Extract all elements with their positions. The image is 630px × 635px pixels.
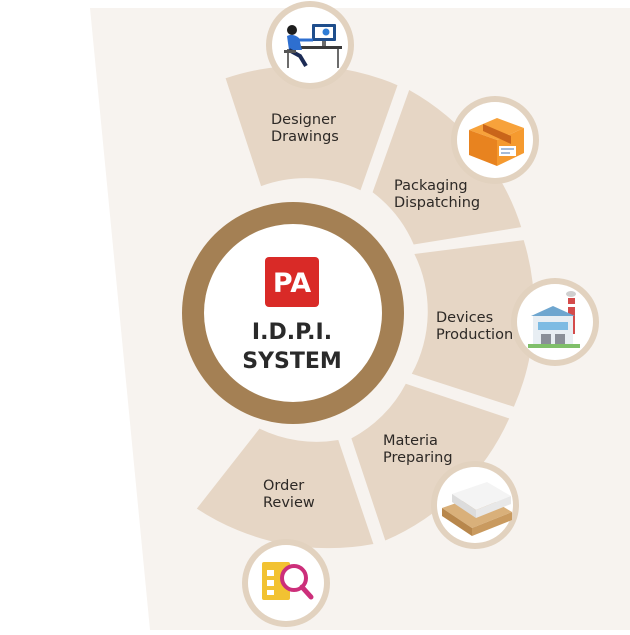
icon-circle-packaging <box>451 96 539 184</box>
label-line: Devices <box>436 310 494 326</box>
label-line: Designer <box>271 112 336 128</box>
center-title-line1: I.D.P.I. <box>251 320 333 345</box>
segment-designer-drawings <box>225 65 398 191</box>
center-disc <box>204 224 382 402</box>
segment-label-packaging-dispatching: Packaging Dispatching <box>394 178 480 212</box>
label-line: Production <box>436 327 514 343</box>
pa-logo-text: PA <box>273 268 311 299</box>
material-boards-icon <box>442 482 512 536</box>
icon-circle-order <box>242 539 330 627</box>
segment-label-materia-preparing: Materia Preparing <box>383 433 453 467</box>
label-line: Preparing <box>383 450 453 466</box>
label-line: Order <box>263 478 305 494</box>
segment-materia-preparing <box>351 383 510 541</box>
segment-ring <box>196 65 535 549</box>
designer-at-desk-icon <box>284 24 342 68</box>
center-title-line2: SYSTEM <box>242 349 342 374</box>
document-search-icon <box>262 562 314 600</box>
factory-icon <box>528 291 580 348</box>
label-line: Materia <box>383 433 438 449</box>
label-line: Review <box>263 495 315 511</box>
segment-label-designer-drawings: Designer Drawings <box>271 112 339 146</box>
package-box-icon <box>469 118 524 166</box>
center-title: I.D.P.I. SYSTEM <box>232 318 352 376</box>
segment-packaging-dispatching <box>372 90 522 245</box>
center-hub: PA <box>182 202 404 424</box>
segment-label-devices-production: Devices Production <box>436 310 513 344</box>
icon-circle-materia <box>431 461 519 549</box>
label-line: Dispatching <box>394 195 481 211</box>
segment-devices-production <box>411 240 535 407</box>
segment-order-review <box>196 428 374 549</box>
icon-circle-devices <box>511 278 599 366</box>
pa-logo-icon <box>265 257 319 307</box>
segment-label-order-review: Order Review <box>263 478 315 512</box>
label-line: Packaging <box>394 178 468 194</box>
label-line: Drawings <box>271 129 339 145</box>
icon-circle-designer <box>266 1 354 89</box>
